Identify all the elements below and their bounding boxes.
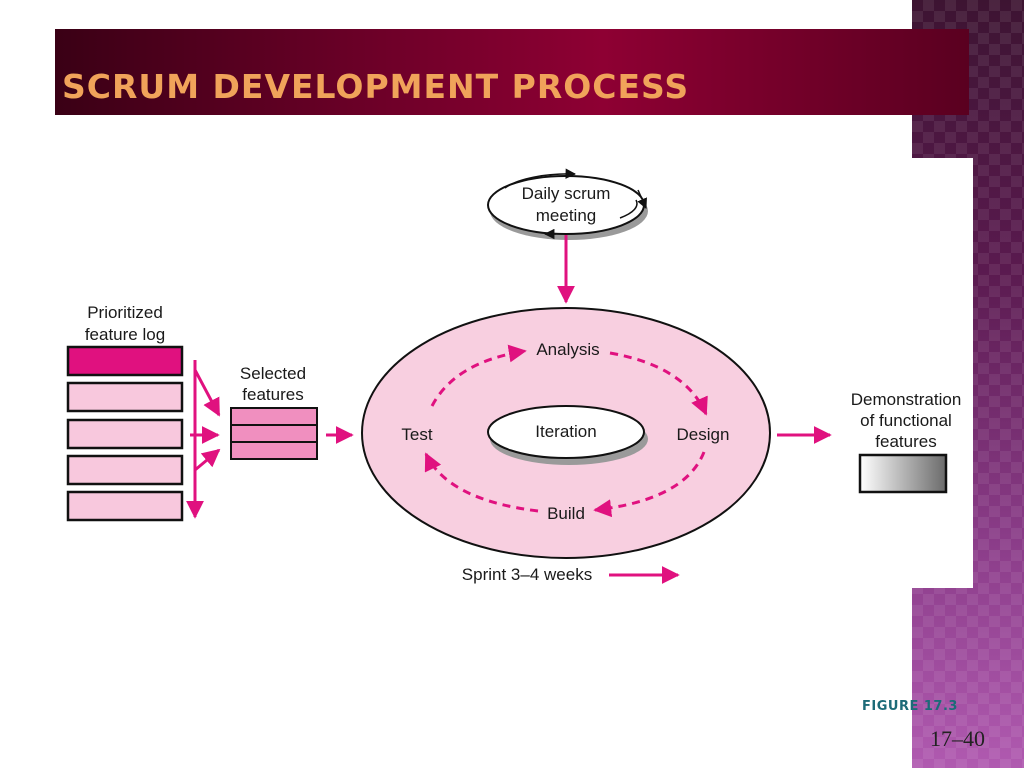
analysis-to-design-arrow (609, 351, 708, 416)
prioritized-feature-log: Prioritized feature log (66, 303, 184, 522)
select-arrow-lower (194, 448, 221, 472)
demonstration-node: Demonstration of functional features (851, 390, 962, 494)
slide-title: Scrum Development Process (62, 67, 690, 106)
demo-label-line3: features (875, 432, 936, 451)
iteration-ellipse (487, 405, 645, 459)
feature-log-item (66, 490, 184, 522)
feature-log-item (66, 381, 184, 413)
daily-scrum-label-line2: meeting (536, 206, 596, 225)
feature-log-item (66, 454, 184, 486)
demo-label-line1: Demonstration (851, 390, 962, 409)
prioritized-label-line1: Prioritized (87, 303, 163, 322)
sprint-ring: Iteration Analysis Design Build Test (361, 307, 771, 559)
daily-scrum-cycle-arc-right (619, 199, 638, 219)
prioritized-label-line2: feature log (85, 325, 165, 344)
daily-scrum-cycle-arrow-top (504, 168, 577, 189)
select-arrow-upper (193, 369, 221, 417)
daily-scrum-cycle-arrow-right (637, 189, 647, 209)
test-label: Test (401, 425, 432, 444)
feature-log-item-top (66, 345, 184, 377)
iteration-label: Iteration (535, 422, 596, 441)
selected-features: Selected features (230, 364, 318, 460)
selected-feature-item (230, 407, 318, 426)
build-to-test-arrow (424, 452, 539, 513)
title-bar (55, 29, 969, 115)
demo-label-line2: of functional (860, 411, 952, 430)
analysis-label: Analysis (536, 340, 599, 359)
selection-arrows (186, 360, 221, 519)
figure-label: FIGURE 17.3 (862, 699, 958, 714)
page-number: 17–40 (930, 726, 985, 751)
feature-log-item (66, 418, 184, 450)
daily-scrum-node: Daily scrum meeting (487, 168, 648, 240)
sprint-label: Sprint 3–4 weeks (462, 565, 592, 584)
selected-feature-item (230, 424, 318, 443)
daily-scrum-label-line1: Daily scrum (522, 184, 611, 203)
build-label: Build (547, 504, 585, 523)
selected-feature-item (230, 441, 318, 460)
selected-label-line1: Selected (240, 364, 306, 383)
design-label: Design (677, 425, 730, 444)
demo-product-box (858, 453, 948, 494)
selected-label-line2: features (242, 385, 303, 404)
